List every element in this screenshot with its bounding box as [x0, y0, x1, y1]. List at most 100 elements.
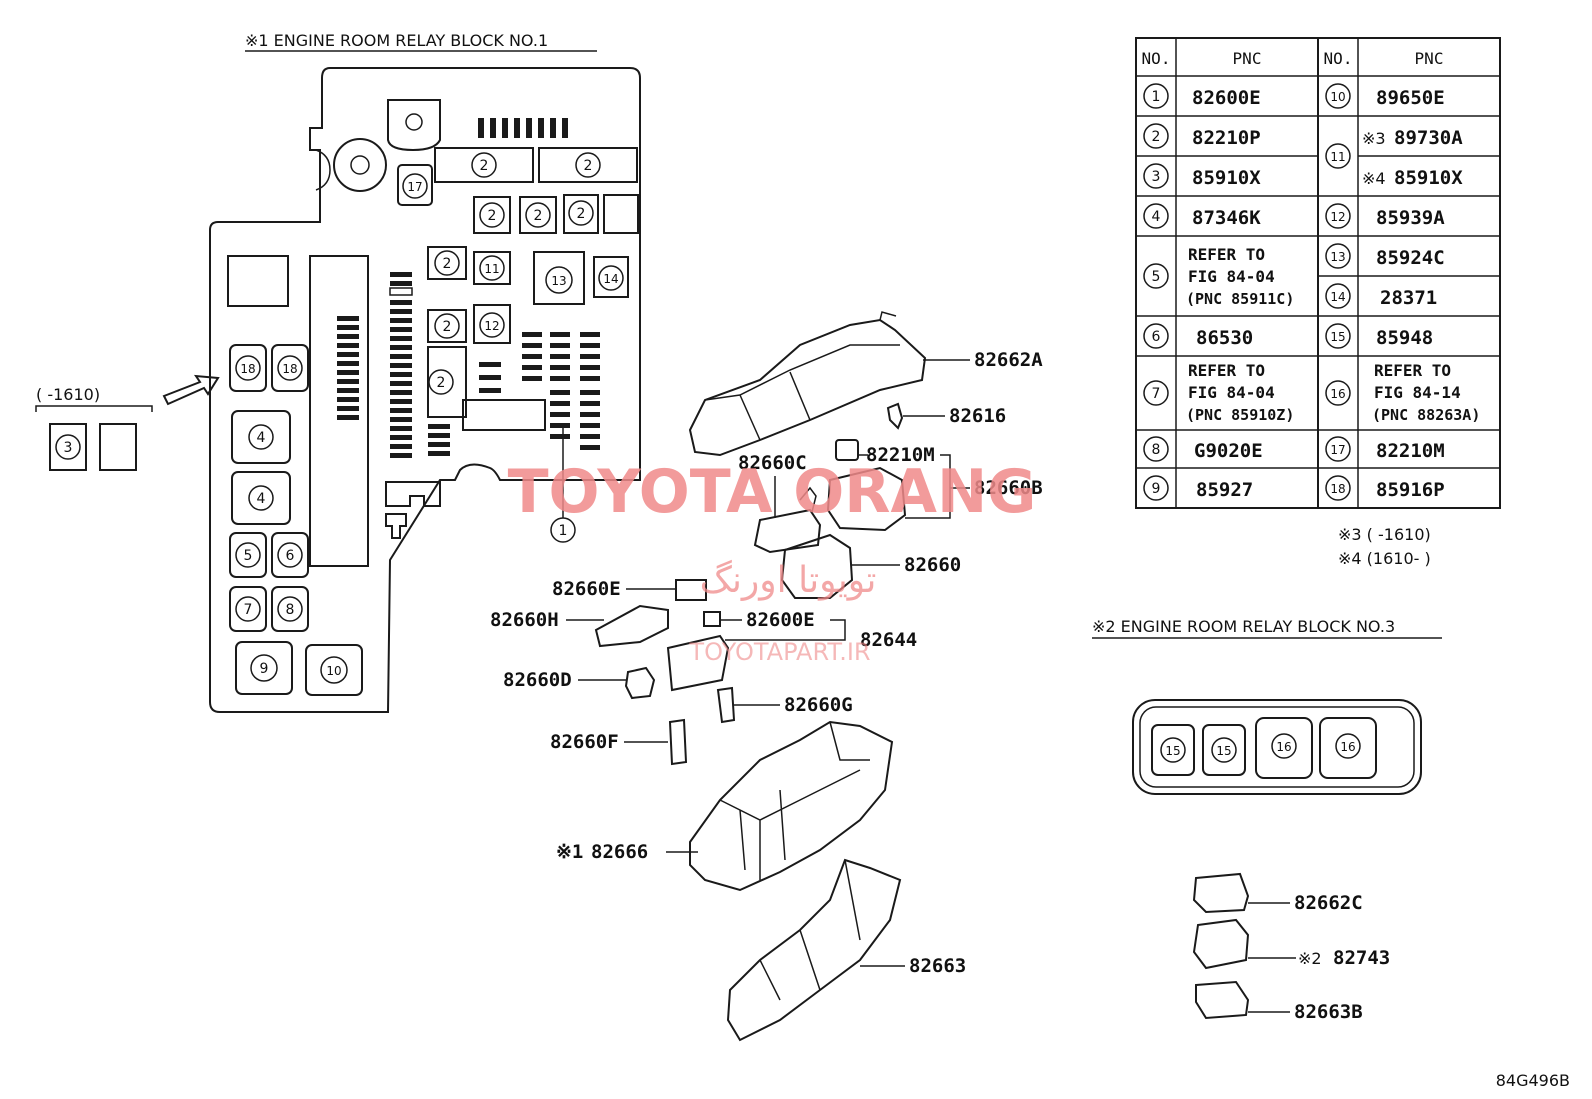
svg-text:※3: ※3	[1362, 129, 1386, 148]
relay-82210M	[835, 439, 859, 461]
relay-r4a: 4	[231, 410, 291, 464]
fuse-row-top	[478, 118, 568, 138]
connector-82660B	[826, 466, 907, 532]
label-82600E: 82600E	[746, 609, 815, 631]
svg-text:8: 8	[1152, 442, 1161, 458]
svg-text:FIG 84-04: FIG 84-04	[1188, 383, 1275, 402]
relay-block-no1-outline	[209, 67, 641, 713]
svg-text:7: 7	[244, 602, 253, 618]
relay-r18a: 18	[229, 344, 267, 392]
label-82616: 82616	[949, 405, 1006, 427]
label-82644: 82644	[860, 629, 917, 651]
svg-text:2: 2	[1152, 129, 1161, 145]
svg-text:4: 4	[257, 430, 266, 446]
svg-text:REFER TO: REFER TO	[1188, 245, 1265, 264]
svg-text:17: 17	[407, 180, 422, 194]
svg-text:13: 13	[1330, 250, 1345, 264]
pointer-arrow	[162, 374, 220, 406]
svg-text:14: 14	[1330, 290, 1345, 304]
label-82660C: 82660C	[738, 452, 807, 474]
svg-text:11: 11	[1330, 150, 1345, 164]
block3-title: ※2 ENGINE ROOM RELAY BLOCK NO.3	[1092, 617, 1395, 636]
svg-text:15: 15	[1216, 744, 1231, 758]
svg-text:4: 4	[257, 491, 266, 507]
relay-r7: 7	[229, 586, 267, 632]
svg-text:85927: 85927	[1196, 479, 1253, 501]
relay-16b: 16	[1319, 717, 1377, 779]
svg-text:6: 6	[286, 548, 295, 564]
table-row: 17 82210M	[1325, 436, 1445, 462]
fuse-82600E	[703, 611, 721, 627]
svg-text:(PNC 85911C): (PNC 85911C)	[1186, 290, 1294, 308]
table-row: 6 86530	[1143, 323, 1253, 349]
svg-text:89650E: 89650E	[1376, 87, 1445, 109]
relay-block-no3	[1132, 699, 1422, 795]
th-no-right: NO.	[1324, 49, 1353, 68]
cover-82662A	[688, 318, 927, 457]
label-82660G: 82660G	[784, 694, 853, 716]
svg-text:1: 1	[1152, 89, 1161, 105]
table-row: 4 87346K	[1143, 203, 1261, 229]
svg-text:FIG 84-04: FIG 84-04	[1188, 267, 1275, 286]
svg-text:82210M: 82210M	[1376, 440, 1445, 462]
table-row: 14 28371	[1325, 283, 1437, 309]
svg-text:16: 16	[1330, 387, 1345, 401]
connector-82660H	[594, 604, 669, 648]
svg-text:REFER TO: REFER TO	[1374, 361, 1451, 380]
table-row: 18 85916P	[1325, 475, 1445, 501]
watermark-persian: تویوتا اورنگ	[700, 559, 877, 601]
relay-r17: 17	[397, 164, 433, 206]
watermark-brand: TOYOTA ORANG	[508, 457, 1037, 527]
svg-text:(PNC 88263A): (PNC 88263A)	[1372, 406, 1480, 424]
label-82660F: 82660F	[550, 731, 619, 753]
svg-text:2: 2	[443, 319, 452, 335]
block1-title: ※1 ENGINE ROOM RELAY BLOCK NO.1	[245, 31, 548, 50]
svg-text:3: 3	[64, 440, 73, 456]
label-82743: 82743	[1333, 947, 1390, 969]
connector-82660F	[668, 718, 688, 766]
svg-text:2: 2	[480, 158, 489, 174]
table-row: 1 82600E	[1143, 83, 1261, 109]
relay-r13: 13	[533, 251, 585, 305]
svg-text:85924C: 85924C	[1376, 247, 1445, 269]
svg-text:4: 4	[1152, 209, 1161, 225]
svg-text:10: 10	[326, 664, 341, 678]
label-82660E: 82660E	[552, 578, 621, 600]
note-4: ※4 (1610- )	[1338, 549, 1431, 568]
svg-text:2: 2	[488, 208, 497, 224]
lower-cover-82663	[726, 858, 902, 1042]
label-82660H: 82660H	[490, 609, 559, 631]
relay-r4b: 4	[231, 471, 291, 525]
svg-text:2: 2	[534, 208, 543, 224]
relay-r5: 5	[229, 532, 267, 578]
table-row: 7 REFER TO FIG 84-04 (PNC 85910Z)	[1143, 361, 1294, 424]
relay-r6: 6	[271, 532, 309, 578]
relay-r2g: 2	[427, 309, 467, 343]
relay-r12: 12	[473, 304, 511, 344]
svg-text:2: 2	[584, 158, 593, 174]
relay-15b: 15	[1202, 724, 1246, 776]
svg-text:85939A: 85939A	[1376, 207, 1445, 229]
callout-1: 1	[550, 517, 576, 543]
table-row: 9 85927	[1143, 475, 1253, 501]
svg-text:2: 2	[437, 375, 446, 391]
svg-text:18: 18	[282, 362, 297, 376]
svg-text:3: 3	[1152, 169, 1161, 185]
svg-text:89730A: 89730A	[1394, 127, 1463, 149]
svg-text:5: 5	[1152, 269, 1161, 285]
table-row: 8 G9020E	[1143, 436, 1263, 462]
svg-text:REFER TO: REFER TO	[1188, 361, 1265, 380]
relay-15a: 15	[1151, 724, 1195, 776]
svg-text:16: 16	[1276, 740, 1291, 754]
fuse-mid-bars	[390, 272, 501, 458]
connector-82660G	[716, 686, 736, 724]
svg-text:85916P: 85916P	[1376, 479, 1445, 501]
side-relay-3: 3	[49, 423, 87, 471]
svg-text:18: 18	[1330, 482, 1345, 496]
relay-r14: 14	[593, 256, 629, 298]
watermark-url: TOYOTAPART.IR	[688, 638, 870, 666]
svg-text:7: 7	[1152, 386, 1161, 402]
label-82662A: 82662A	[974, 349, 1043, 371]
housing-82666	[689, 720, 894, 892]
relay-r11: 11	[473, 251, 511, 285]
